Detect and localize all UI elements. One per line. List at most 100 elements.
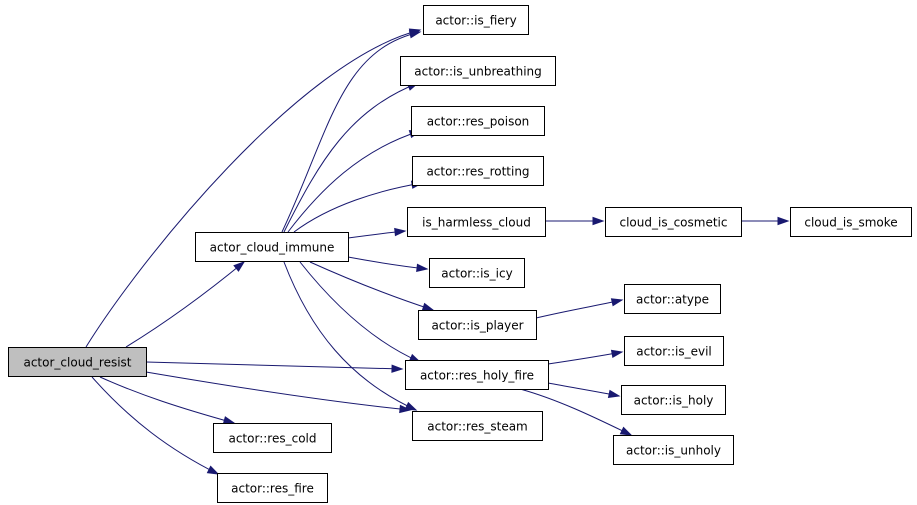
node-box[interactable] xyxy=(405,360,549,390)
edge-line xyxy=(85,29,421,348)
node-res_fire[interactable]: actor::res_fire xyxy=(217,473,328,503)
node-label: actor::is_icy xyxy=(441,267,512,281)
edge-line xyxy=(309,261,434,311)
node-cloud_is_cosmetic[interactable]: cloud_is_cosmetic xyxy=(605,207,742,237)
edge-line xyxy=(347,256,428,270)
node-box[interactable] xyxy=(217,473,328,503)
arrowhead-icon xyxy=(391,364,404,373)
node-label: actor::is_holy xyxy=(634,394,714,408)
node-is_fiery[interactable]: actor::is_fiery xyxy=(423,5,529,35)
edge-actor_cloud_resist-to-res_cold xyxy=(99,376,236,425)
arrowhead-icon xyxy=(619,426,633,436)
node-res_cold[interactable]: actor::res_cold xyxy=(213,423,332,453)
edge-actor_cloud_immune-to-is_unbreathing xyxy=(283,82,420,233)
node-actor_cloud_resist[interactable]: actor_cloud_resist xyxy=(8,347,147,377)
arrowhead-icon xyxy=(404,401,418,411)
node-box[interactable] xyxy=(418,310,537,340)
node-box[interactable] xyxy=(195,232,349,262)
node-label: actor::res_poison xyxy=(427,115,530,129)
edge-res_holy_fire-to-is_unholy xyxy=(519,388,633,436)
node-res_poison[interactable]: actor::res_poison xyxy=(411,106,545,136)
edge-actor_cloud_immune-to-res_rotting xyxy=(293,180,424,233)
edge-line xyxy=(125,261,245,348)
node-label: actor::is_player xyxy=(431,319,523,333)
node-box[interactable] xyxy=(790,207,912,237)
node-is_evil[interactable]: actor::is_evil xyxy=(624,336,724,366)
node-actor_cloud_immune[interactable]: actor_cloud_immune xyxy=(195,232,349,262)
node-label: actor::res_rotting xyxy=(426,165,529,179)
node-box[interactable] xyxy=(624,336,724,366)
edge-actor_cloud_immune-to-is_harmless_cloud xyxy=(347,227,407,239)
edge-line xyxy=(293,182,423,233)
nodes-layer: actor_cloud_resistactor_cloud_immuneacto… xyxy=(8,5,912,503)
node-label: actor::is_fiery xyxy=(435,14,516,28)
arrowhead-icon xyxy=(416,263,429,273)
arrowhead-icon xyxy=(421,302,435,311)
node-label: actor::res_fire xyxy=(231,482,314,496)
node-box[interactable] xyxy=(407,207,546,237)
node-is_icy[interactable]: actor::is_icy xyxy=(429,258,525,288)
edge-actor_cloud_resist-to-is_fiery xyxy=(85,28,422,348)
arrowhead-icon xyxy=(399,404,412,414)
edge-line xyxy=(547,382,620,397)
node-box[interactable] xyxy=(400,56,556,86)
node-box[interactable] xyxy=(624,284,721,314)
edge-is_player-to-atype xyxy=(535,298,624,319)
node-box[interactable] xyxy=(423,5,529,35)
node-label: actor_cloud_immune xyxy=(210,241,335,255)
arrowhead-icon xyxy=(607,389,621,398)
node-is_unholy[interactable]: actor::is_unholy xyxy=(613,435,734,465)
node-box[interactable] xyxy=(411,106,545,136)
arrowhead-icon xyxy=(610,298,624,307)
node-box[interactable] xyxy=(621,385,726,415)
edge-actor_cloud_resist-to-res_fire xyxy=(91,376,220,475)
edge-actor_cloud_resist-to-res_holy_fire xyxy=(145,361,404,373)
node-box[interactable] xyxy=(429,258,525,288)
node-label: actor::is_unbreathing xyxy=(414,65,542,79)
node-box[interactable] xyxy=(613,435,734,465)
node-res_steam[interactable]: actor::res_steam xyxy=(412,411,543,441)
edge-actor_cloud_immune-to-is_fiery xyxy=(281,30,422,233)
node-is_player[interactable]: actor::is_player xyxy=(418,310,537,340)
arrowhead-icon xyxy=(777,216,790,226)
node-box[interactable] xyxy=(213,423,332,453)
edge-actor_cloud_immune-to-is_icy xyxy=(347,256,429,273)
edge-actor_cloud_resist-to-actor_cloud_immune xyxy=(125,261,246,348)
arrowhead-icon xyxy=(222,416,236,425)
node-label: actor::atype xyxy=(636,293,709,307)
edge-line xyxy=(145,371,411,411)
arrowhead-icon xyxy=(408,30,422,39)
node-box[interactable] xyxy=(412,156,544,186)
node-atype[interactable]: actor::atype xyxy=(624,284,721,314)
node-label: actor::res_cold xyxy=(228,432,316,446)
edge-line xyxy=(287,130,421,233)
node-label: actor::is_unholy xyxy=(626,444,721,458)
node-box[interactable] xyxy=(8,347,147,377)
node-label: cloud_is_smoke xyxy=(804,216,897,230)
edge-cloud_is_cosmetic-to-cloud_is_smoke xyxy=(741,216,790,226)
edge-line xyxy=(145,361,403,370)
node-is_unbreathing[interactable]: actor::is_unbreathing xyxy=(400,56,556,86)
node-label: actor::res_steam xyxy=(427,420,528,434)
edge-line xyxy=(299,261,421,363)
node-box[interactable] xyxy=(412,411,543,441)
edge-actor_cloud_immune-to-res_poison xyxy=(287,130,422,233)
edge-actor_cloud_immune-to-res_holy_fire xyxy=(299,261,422,363)
node-cloud_is_smoke[interactable]: cloud_is_smoke xyxy=(790,207,912,237)
node-label: is_harmless_cloud xyxy=(422,216,531,230)
edge-line xyxy=(535,299,623,319)
node-res_holy_fire[interactable]: actor::res_holy_fire xyxy=(405,360,549,390)
node-res_rotting[interactable]: actor::res_rotting xyxy=(412,156,544,186)
edge-line xyxy=(91,376,219,475)
edge-line xyxy=(281,31,421,233)
edge-line xyxy=(99,376,235,424)
node-is_holy[interactable]: actor::is_holy xyxy=(621,385,726,415)
edge-res_holy_fire-to-is_holy xyxy=(547,382,621,398)
edge-is_harmless_cloud-to-cloud_is_cosmetic xyxy=(545,216,605,226)
node-box[interactable] xyxy=(605,207,742,237)
arrowhead-icon xyxy=(206,465,220,475)
node-label: actor::is_evil xyxy=(636,345,712,359)
node-is_harmless_cloud[interactable]: is_harmless_cloud xyxy=(407,207,546,237)
edges-layer xyxy=(85,28,790,475)
